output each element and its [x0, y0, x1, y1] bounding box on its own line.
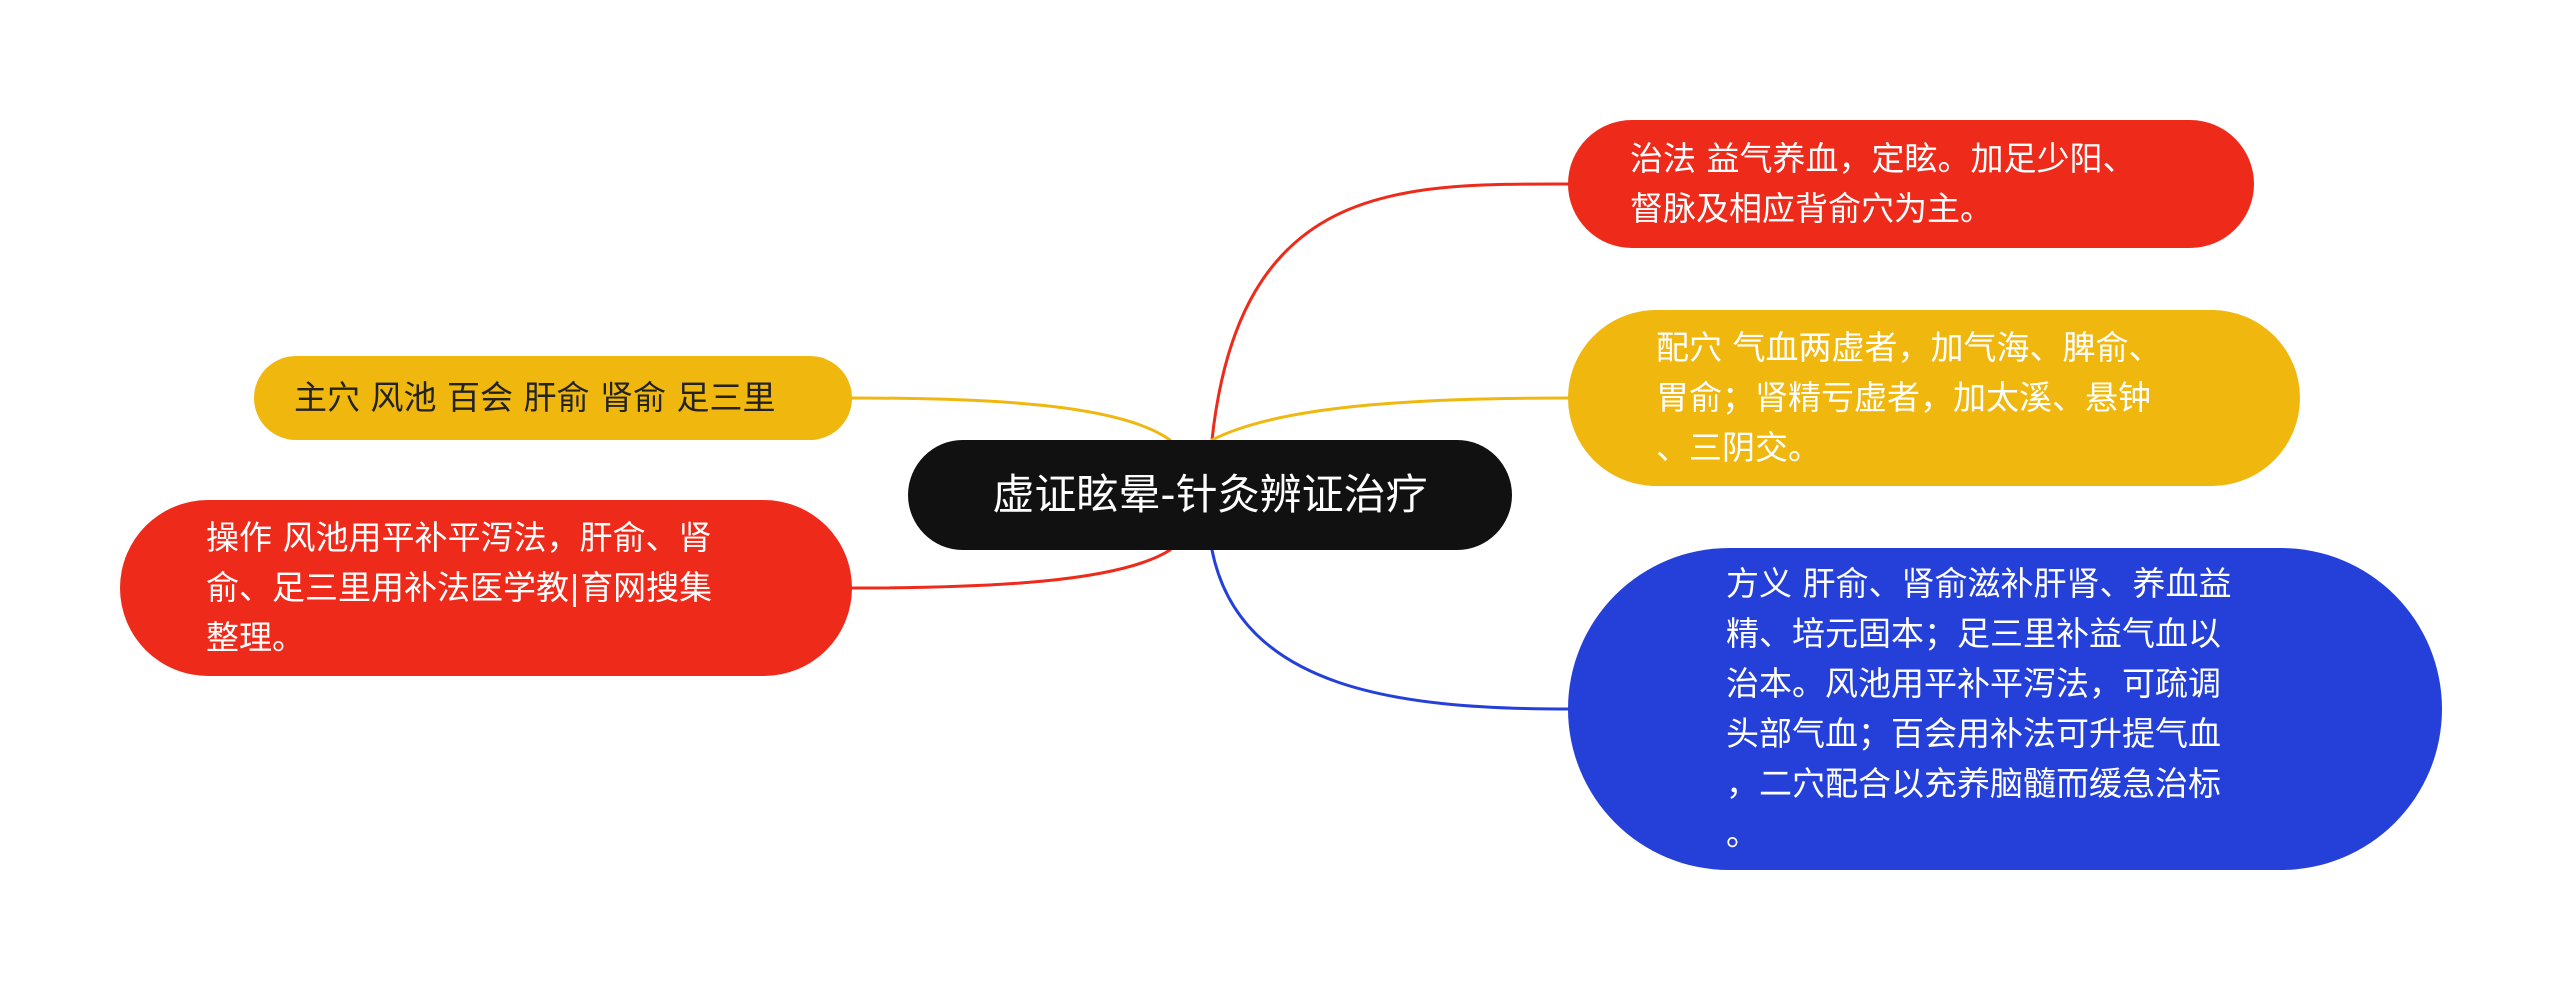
node-fangyi-text: 方义 肝俞、肾俞滋补肝肾、养血益 精、培元固本；足三里补益气血以 治本。风池用平… [1726, 564, 2232, 853]
node-caozuo[interactable]: 操作 风池用平补平泻法，肝俞、肾 俞、足三里用补法医学教|育网搜集 整理。 [120, 500, 852, 676]
connector-to-fangyi [1210, 548, 1570, 711]
connector-to-caozuo [850, 548, 1172, 590]
node-zhifa-text: 治法 益气养血，定眩。加足少阳、 督脉及相应背俞穴为主。 [1630, 139, 2136, 228]
connector-to-zhuxue [850, 396, 1172, 442]
connector-to-peixue [1210, 396, 1570, 442]
node-zhifa[interactable]: 治法 益气养血，定眩。加足少阳、 督脉及相应背俞穴为主。 [1568, 120, 2254, 248]
node-zhuxue[interactable]: 主穴 风池 百会 肝俞 肾俞 足三里 [254, 356, 852, 440]
node-caozuo-text: 操作 风池用平补平泻法，肝俞、肾 俞、足三里用补法医学教|育网搜集 整理。 [206, 518, 713, 657]
center-topic-label: 虚证眩晕-针灸辨证治疗 [992, 470, 1428, 519]
node-peixue-text: 配穴 气血两虚者，加气海、脾俞、 胃俞；肾精亏虚者，加太溪、悬钟 、三阴交。 [1656, 328, 2162, 467]
node-peixue[interactable]: 配穴 气血两虚者，加气海、脾俞、 胃俞；肾精亏虚者，加太溪、悬钟 、三阴交。 [1568, 310, 2300, 486]
node-zhuxue-text: 主穴 风池 百会 肝俞 肾俞 足三里 [294, 378, 776, 417]
connector-to-zhifa [1210, 182, 1570, 442]
center-topic-node[interactable]: 虚证眩晕-针灸辨证治疗 [908, 440, 1512, 550]
node-fangyi[interactable]: 方义 肝俞、肾俞滋补肝肾、养血益 精、培元固本；足三里补益气血以 治本。风池用平… [1568, 548, 2442, 870]
